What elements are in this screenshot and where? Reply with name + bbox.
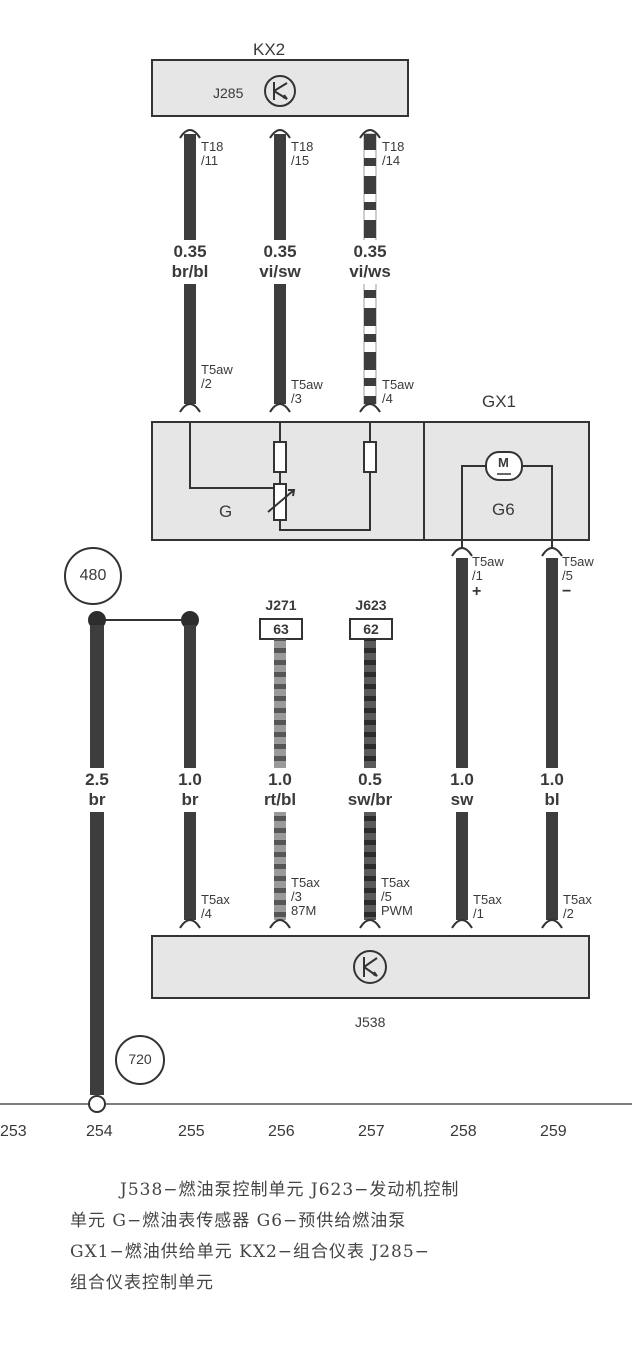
connector-t5ax-3 <box>269 919 291 929</box>
pump-label: G6 <box>492 500 515 519</box>
variable-resistor-arrow <box>267 489 296 513</box>
relay-j271-pin: 63 <box>273 621 289 637</box>
connector-t5ax-4 <box>179 919 201 929</box>
grid-number: 256 <box>268 1123 295 1140</box>
motor-symbol: M <box>498 455 509 470</box>
ground-ref-480-label: 480 <box>79 567 107 584</box>
pin-t5aw-2: T5aw/2 <box>201 362 233 391</box>
wire-10-bl <box>546 558 558 920</box>
relay-j623-name: J623 <box>355 597 387 613</box>
pin-t5ax-4: T5ax/4 <box>201 892 230 921</box>
sensor-wiring <box>189 422 371 531</box>
splice-right <box>181 611 199 629</box>
wire-25-br <box>90 625 104 1095</box>
connector-t5ax-2 <box>541 919 563 929</box>
ground-terminal <box>88 1095 106 1113</box>
pin-t18-11: T18/11 <box>201 139 224 168</box>
j285-label: J285 <box>213 85 244 101</box>
motor-icon <box>485 451 523 481</box>
grid-number: 258 <box>450 1123 477 1140</box>
pump-wiring <box>461 465 553 548</box>
pin-t5ax-1: T5ax/1 <box>473 892 502 921</box>
figure-caption: J538−燃油泵控制单元 J623−发动机控制 单元 G−燃油表传感器 G6−预… <box>70 1175 570 1299</box>
caption-line: 单元 G−燃油表传感器 G6−预供给燃油泵 <box>70 1211 407 1231</box>
grid-number: 255 <box>178 1123 205 1140</box>
pin-t5ax-2: T5ax/2 <box>563 892 592 921</box>
connector-t5aw-3 <box>269 403 291 413</box>
grid-number: 254 <box>86 1123 113 1140</box>
sensor-label: G <box>219 502 233 521</box>
connector-t5ax-5 <box>359 919 381 929</box>
gx1-label: GX1 <box>482 392 517 411</box>
grid-number: 253 <box>0 1123 27 1140</box>
connector-t5ax-1 <box>451 919 473 929</box>
connector-t18-14 <box>359 129 381 139</box>
caption-line: 组合仪表控制单元 <box>70 1273 214 1293</box>
j538-transistor-icon <box>353 950 387 984</box>
ground-ref-720 <box>115 1035 165 1085</box>
resistor-b <box>363 441 377 473</box>
connector-t18-11 <box>179 129 201 139</box>
splice-left <box>88 611 106 629</box>
relay-j271-name: J271 <box>265 597 297 613</box>
relay-j623-pin: 62 <box>363 621 379 637</box>
ground-ref-720-label: 720 <box>128 1051 152 1067</box>
caption-line: J538−燃油泵控制单元 J623−发动机控制 <box>120 1180 460 1200</box>
ground-ref-480 <box>64 547 122 605</box>
pin-t5aw-3: T5aw/3 <box>291 377 323 406</box>
pin-t5aw-5: T5aw/5− <box>562 554 594 600</box>
caption-line: GX1−燃油供给单元 KX2−组合仪表 J285− <box>70 1242 430 1262</box>
pin-t5aw-1: T5aw/1+ <box>472 554 504 600</box>
pin-t18-14: T18/14 <box>382 139 405 168</box>
transistor-icon <box>264 75 296 107</box>
pin-t5aw-4: T5aw/4 <box>382 377 414 406</box>
kx2-label: KX2 <box>253 40 286 59</box>
connector-t18-15 <box>269 129 291 139</box>
j538-transistor-symbol <box>363 957 378 977</box>
grid-number: 259 <box>540 1123 567 1140</box>
wire-10-sw <box>456 558 468 920</box>
transistor-icon-symbol <box>273 82 288 100</box>
grid-number: 257 <box>358 1123 385 1140</box>
j538-label: J538 <box>355 1014 386 1030</box>
connector-t5aw-5 <box>541 547 563 557</box>
resistor-a <box>273 441 287 473</box>
connector-t5aw-1 <box>451 547 473 557</box>
connector-t5aw-4 <box>359 403 381 413</box>
pin-t18-15: T18/15 <box>291 139 314 168</box>
j538-box <box>151 935 590 999</box>
connector-t5aw-2 <box>179 403 201 413</box>
